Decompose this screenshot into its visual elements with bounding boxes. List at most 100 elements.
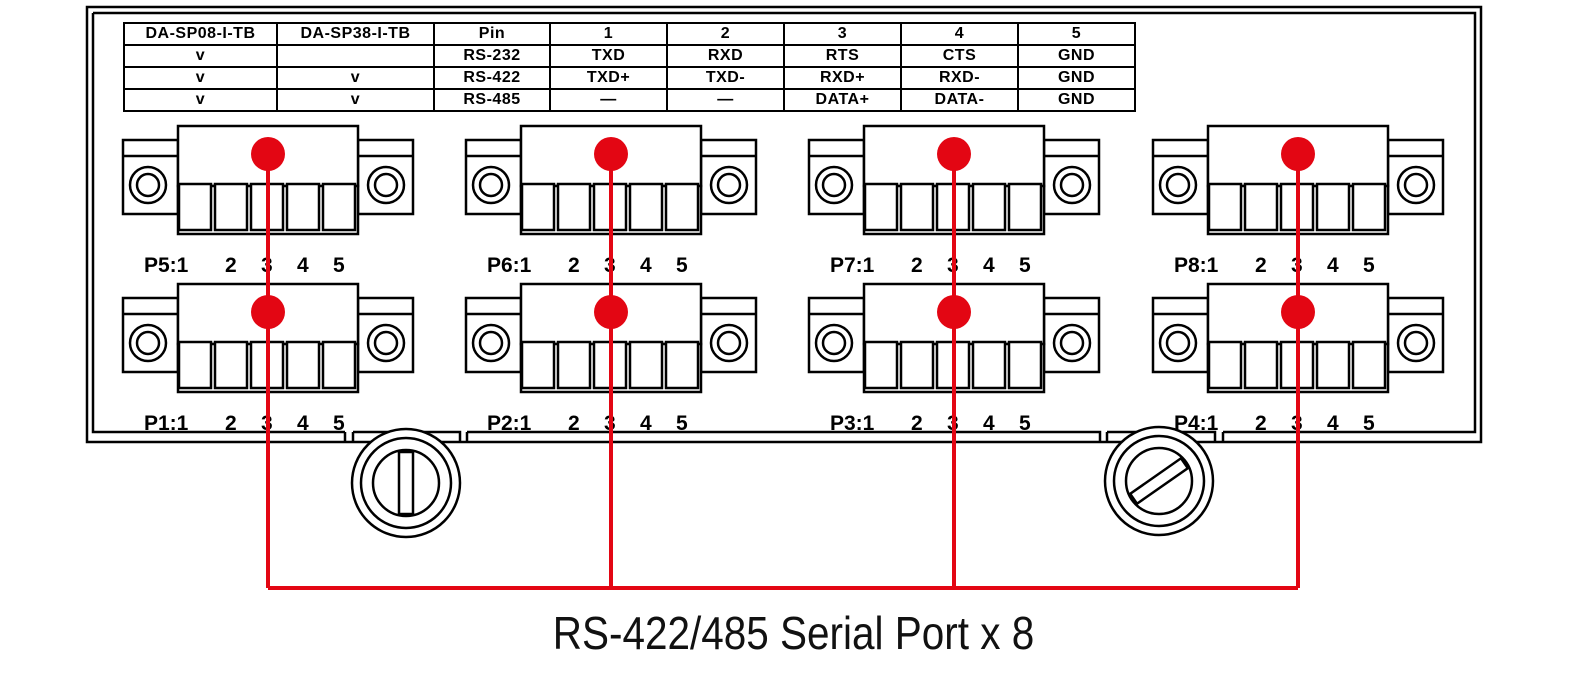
header-cell: 1 bbox=[549, 22, 668, 46]
panel-screw-icon bbox=[1103, 425, 1215, 537]
port-label: P7:1 bbox=[830, 254, 875, 277]
pin-slot bbox=[177, 182, 213, 232]
table-row: v RS-232 TXD RXD RTS CTS GND bbox=[123, 44, 1136, 68]
diagram-caption: RS-422/485 Serial Port x 8 bbox=[552, 607, 1035, 659]
pin-slot bbox=[971, 182, 1007, 232]
port-label: P3:1 bbox=[830, 412, 875, 435]
pin-slot bbox=[321, 182, 357, 232]
mount-screw-inner-icon bbox=[1059, 330, 1085, 356]
pin-assignment-table-wrap: DA-SP08-I-TB DA-SP38-I-TB Pin 1 2 3 4 5 … bbox=[123, 22, 1136, 112]
header-cell: Pin bbox=[433, 22, 551, 46]
table-cell: — bbox=[666, 88, 785, 112]
pin-number-label: 2 bbox=[911, 254, 923, 277]
pin-slot bbox=[1315, 340, 1351, 390]
pin-slot bbox=[1207, 182, 1243, 232]
pin-number-label: 4 bbox=[297, 412, 309, 435]
mount-screw-inner-icon bbox=[716, 172, 742, 198]
table-cell: GND bbox=[1017, 88, 1136, 112]
table-cell: v bbox=[123, 44, 278, 68]
table-cell: v bbox=[123, 88, 278, 112]
table-cell: RXD- bbox=[900, 66, 1019, 90]
pin-3-marker bbox=[251, 137, 285, 171]
table-cell: TXD+ bbox=[549, 66, 668, 90]
table-cell: v bbox=[123, 66, 278, 90]
pin-slot bbox=[899, 182, 935, 232]
table-cell: RXD+ bbox=[783, 66, 902, 90]
pin-slot bbox=[1007, 340, 1043, 390]
pin-number-label: 4 bbox=[640, 254, 652, 277]
port-label: P2:1 bbox=[487, 412, 532, 435]
pin-slot bbox=[863, 340, 899, 390]
header-cell: 3 bbox=[783, 22, 902, 46]
port-label: P1:1 bbox=[144, 412, 189, 435]
mount-screw-inner-icon bbox=[1403, 330, 1429, 356]
pin-number-label: 5 bbox=[1363, 254, 1375, 277]
pin-slot bbox=[1007, 182, 1043, 232]
pin-slot bbox=[213, 340, 249, 390]
pin-assignment-table: DA-SP08-I-TB DA-SP38-I-TB Pin 1 2 3 4 5 … bbox=[123, 22, 1136, 112]
table-cell: DATA- bbox=[900, 88, 1019, 112]
port-label: P5:1 bbox=[144, 254, 189, 277]
pin-number-label: 2 bbox=[225, 412, 237, 435]
pin-3-marker bbox=[594, 137, 628, 171]
table-cell: RS-485 bbox=[433, 88, 551, 112]
pin-number-label: 2 bbox=[568, 412, 580, 435]
pin-number-label: 5 bbox=[1019, 412, 1031, 435]
table-cell: v bbox=[276, 88, 435, 112]
pin-slot bbox=[520, 182, 556, 232]
pin-3-marker bbox=[1281, 295, 1315, 329]
header-cell: 4 bbox=[900, 22, 1019, 46]
panel-screws bbox=[350, 425, 1215, 539]
pin-slot bbox=[520, 340, 556, 390]
table-row: v v RS-422 TXD+ TXD- RXD+ RXD- GND bbox=[123, 66, 1136, 90]
mount-screw-inner-icon bbox=[821, 172, 847, 198]
pin-number-label: 4 bbox=[983, 254, 995, 277]
header-cell: DA-SP38-I-TB bbox=[276, 22, 435, 46]
pin-slot bbox=[899, 340, 935, 390]
port-label: P4:1 bbox=[1174, 412, 1219, 435]
pin-slot bbox=[1351, 340, 1387, 390]
table-cell: GND bbox=[1017, 44, 1136, 68]
port-label: P6:1 bbox=[487, 254, 532, 277]
mount-screw-inner-icon bbox=[1059, 172, 1085, 198]
table-header-row: DA-SP08-I-TB DA-SP38-I-TB Pin 1 2 3 4 5 bbox=[123, 22, 1136, 46]
pin-slot bbox=[664, 182, 700, 232]
pin-3-marker bbox=[1281, 137, 1315, 171]
table-cell: RXD bbox=[666, 44, 785, 68]
mount-screw-inner-icon bbox=[373, 330, 399, 356]
terminal-block-connectors: P5:12345P6:12345P7:12345P8:12345P1:12345… bbox=[121, 124, 1445, 435]
pin-number-label: 2 bbox=[568, 254, 580, 277]
mount-screw-inner-icon bbox=[478, 330, 504, 356]
pin-number-label: 2 bbox=[225, 254, 237, 277]
pin-number-label: 5 bbox=[1019, 254, 1031, 277]
pin-number-label: 4 bbox=[297, 254, 309, 277]
pin-slot bbox=[285, 340, 321, 390]
table-row: v v RS-485 — — DATA+ DATA- GND bbox=[123, 88, 1136, 112]
table-cell: TXD- bbox=[666, 66, 785, 90]
table-cell bbox=[276, 44, 435, 68]
pin-number-label: 5 bbox=[333, 254, 345, 277]
pin-slot bbox=[863, 182, 899, 232]
mount-screw-inner-icon bbox=[478, 172, 504, 198]
pin-number-label: 5 bbox=[676, 254, 688, 277]
pin-slot bbox=[285, 182, 321, 232]
pin-number-label: 5 bbox=[333, 412, 345, 435]
pin-slot bbox=[1243, 340, 1279, 390]
pin-number-label: 2 bbox=[911, 412, 923, 435]
pin-slot bbox=[321, 340, 357, 390]
pin-slot bbox=[628, 340, 664, 390]
pin-number-label: 4 bbox=[983, 412, 995, 435]
table-cell: v bbox=[276, 66, 435, 90]
pin-slot bbox=[1351, 182, 1387, 232]
pin-slot bbox=[1243, 182, 1279, 232]
mount-screw-inner-icon bbox=[135, 172, 161, 198]
red-wiring bbox=[251, 137, 1315, 590]
pin-number-label: 4 bbox=[640, 412, 652, 435]
pin-number-label: 4 bbox=[1327, 412, 1339, 435]
pin-slot bbox=[213, 182, 249, 232]
pin-slot bbox=[177, 340, 213, 390]
pin-slot bbox=[1207, 340, 1243, 390]
pin-3-marker bbox=[937, 137, 971, 171]
